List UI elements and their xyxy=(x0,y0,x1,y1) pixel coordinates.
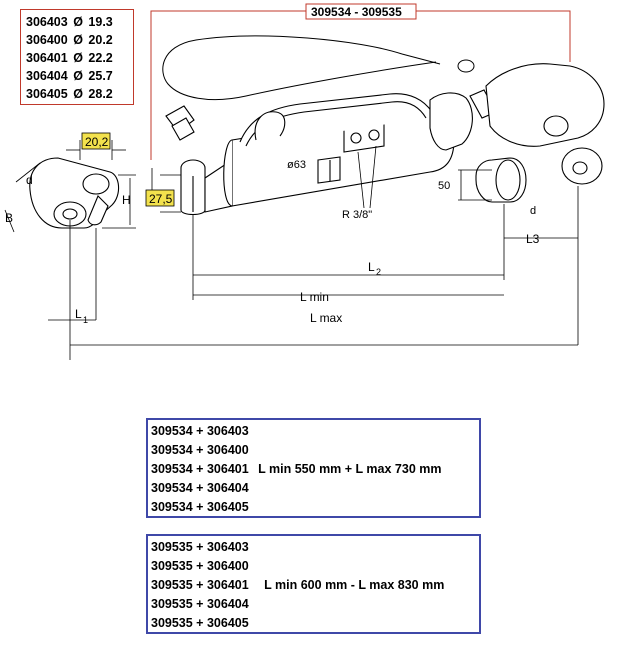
length-l3-label: L3 xyxy=(526,232,540,246)
legend-diameter: 25.7 xyxy=(88,69,113,83)
combination-row: 309535 + 306403 xyxy=(151,540,249,554)
legend-diameter: 22.2 xyxy=(88,51,113,65)
combination-row: 309535 + 306400 xyxy=(151,559,249,573)
length-range-note: L min 600 mm - L max 830 mm xyxy=(264,578,445,592)
legend-code: 306401 xyxy=(26,51,68,65)
combination-row: 309534 + 306401 L min 550 mm + L max 730… xyxy=(151,460,479,479)
combination-row: 309534 + 306403 xyxy=(151,424,249,438)
legend-row: 306400 Ø 20.2 xyxy=(26,31,133,49)
length-l2-label: L xyxy=(368,260,375,274)
length-l2-subscript: 2 xyxy=(376,267,381,277)
height-h-label: H xyxy=(122,193,131,207)
hole-width-label: 20,2 xyxy=(85,135,109,149)
width-b-label: B xyxy=(5,211,13,225)
combination-table: 309535 + 306403 309535 + 306400 309535 +… xyxy=(146,534,481,634)
sleeve-diameter-label: 50 xyxy=(438,180,450,192)
hook-dimension-lines xyxy=(4,140,136,360)
legend-code: 306405 xyxy=(26,87,68,101)
hook-end-part xyxy=(29,157,120,229)
legend-code: 306400 xyxy=(26,33,68,47)
diameter-legend: 306403 Ø 19.3 306400 Ø 20.2 306401 Ø 22.… xyxy=(20,9,134,105)
combination-row: 309535 + 306401 L min 600 mm - L max 830… xyxy=(151,576,479,595)
ball-width-badge xyxy=(145,189,175,207)
length-l1-label: L xyxy=(75,307,82,321)
sleeve-pin-label: d xyxy=(530,205,536,217)
legend-row: 306401 Ø 22.2 xyxy=(26,49,133,67)
header-label-box xyxy=(305,3,417,20)
diameter-symbol: Ø xyxy=(73,87,83,101)
combination-row: 309535 + 306404 xyxy=(151,597,249,611)
combination-row: 309534 + 306400 xyxy=(151,443,249,457)
cylinder-body xyxy=(165,63,605,216)
thread-leader xyxy=(369,145,377,209)
combination-row: 309535 + 306405 xyxy=(151,616,249,630)
combination-table: 309534 + 306403 309534 + 306400 309534 +… xyxy=(146,418,481,518)
bore-diameter-label: ø63 xyxy=(287,159,306,171)
header-bracket xyxy=(150,10,571,160)
combination-code: 309534 + 306401 xyxy=(151,462,249,476)
length-dimension-lines xyxy=(48,186,579,346)
combination-row: 309534 + 306404 xyxy=(151,481,249,495)
diameter-symbol: Ø xyxy=(73,33,83,47)
length-min-label: L min xyxy=(300,290,329,304)
ball-dimension-lines xyxy=(151,168,181,213)
legend-code: 306404 xyxy=(26,69,68,83)
legend-row: 306405 Ø 28.2 xyxy=(26,85,133,103)
pin-diameter-label: d xyxy=(26,173,33,187)
length-range-note: L min 550 mm + L max 730 mm xyxy=(258,462,442,476)
ball-width-label: 27,5 xyxy=(149,192,173,206)
diameter-symbol: Ø xyxy=(73,51,83,65)
combination-code: 309535 + 306401 xyxy=(151,578,249,592)
cable-ring xyxy=(457,59,475,73)
legend-diameter: 28.2 xyxy=(88,87,113,101)
legend-code: 306403 xyxy=(26,15,68,29)
length-max-label: L max xyxy=(310,311,342,325)
legend-diameter: 19.3 xyxy=(88,15,113,29)
legend-diameter: 20.2 xyxy=(88,33,113,47)
port-thread-label: R 3/8" xyxy=(342,209,372,221)
safety-cable xyxy=(162,35,437,101)
legend-row: 306403 Ø 19.3 xyxy=(26,13,133,31)
thread-leader xyxy=(357,151,365,209)
diameter-symbol: Ø xyxy=(73,15,83,29)
combination-row: 309534 + 306405 xyxy=(151,500,249,514)
cable-end xyxy=(401,53,441,65)
diameter-symbol: Ø xyxy=(73,69,83,83)
header-label: 309534 - 309535 xyxy=(311,5,402,19)
legend-row: 306404 Ø 25.7 xyxy=(26,67,133,85)
hole-width-badge xyxy=(81,132,111,150)
